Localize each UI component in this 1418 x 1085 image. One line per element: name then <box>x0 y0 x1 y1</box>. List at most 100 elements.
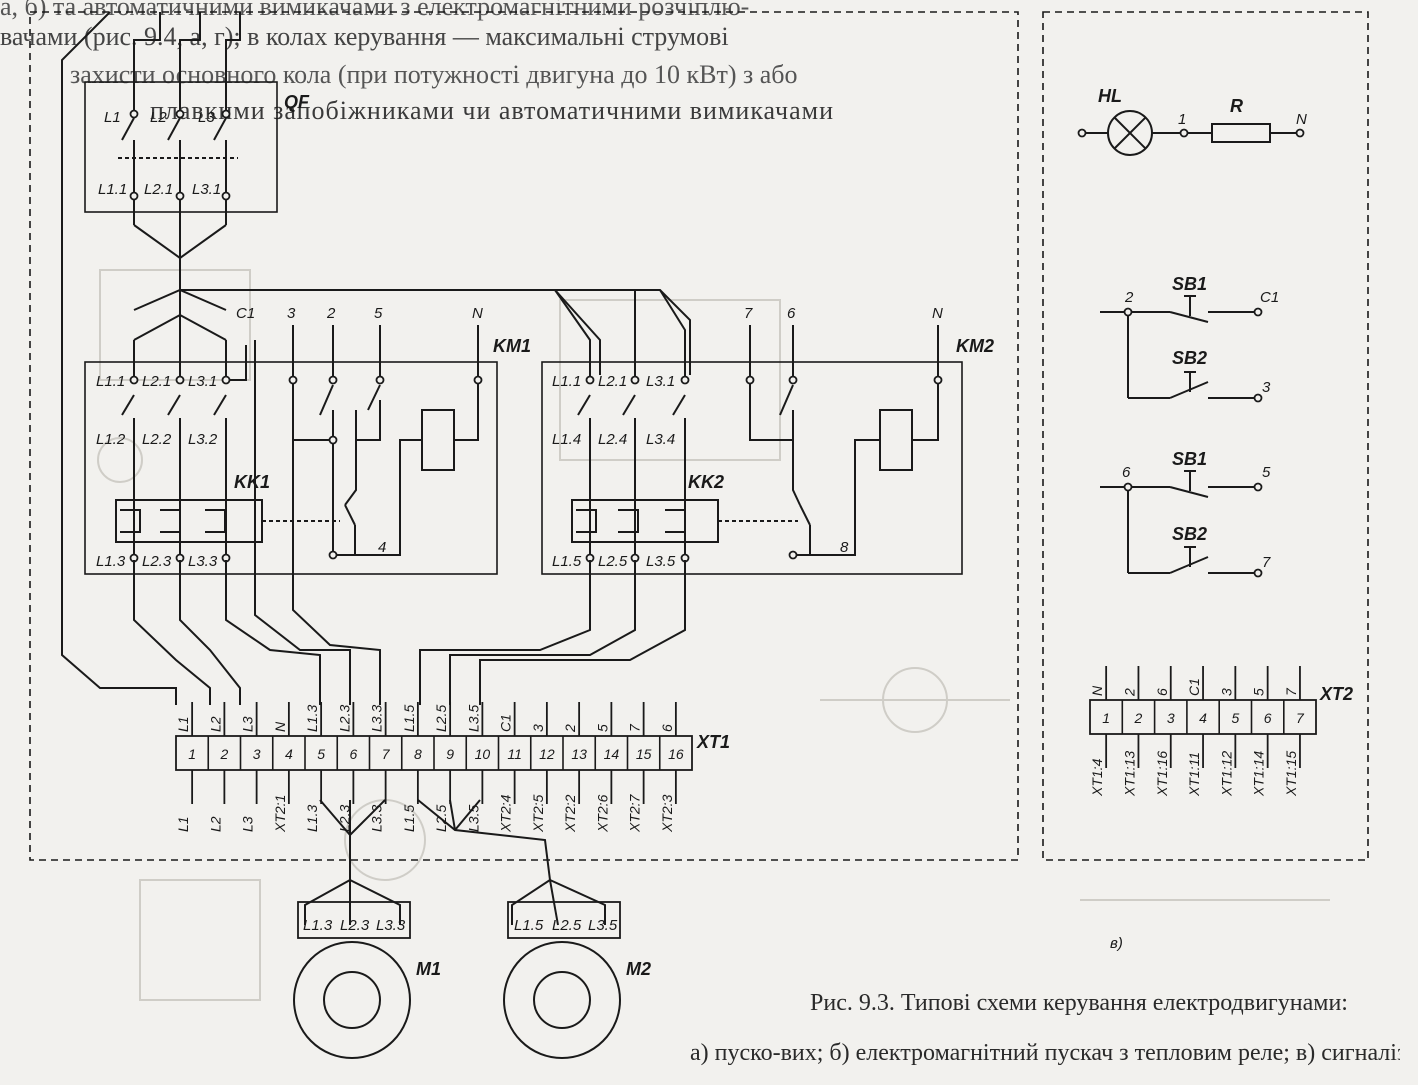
hl-label: HL <box>1098 86 1122 106</box>
xt2-terminal-number: 2 <box>1134 710 1143 726</box>
xt2-terminal-number: 4 <box>1199 710 1207 726</box>
xt1-terminal-number: 4 <box>285 746 293 762</box>
m1-term-1: L1.3 <box>303 917 333 934</box>
km2-bottom-2: L2.5 <box>598 553 628 570</box>
km2-top-3: L3.1 <box>646 373 675 390</box>
km1-wire-4: 4 <box>378 539 386 556</box>
bleed-through-ghost <box>97 269 1330 1001</box>
km2-mid-2: L2.4 <box>598 431 627 448</box>
xt1-top-label: L1.3 <box>304 705 320 732</box>
xt2-terminal-number: 3 <box>1167 710 1175 726</box>
xt1-terminal-number: 9 <box>446 746 454 762</box>
qf-term-bottom-2: L2.1 <box>144 181 173 198</box>
xt1-terminal-strip: 1L1L12L2L23L3L34NXT2:15L1.3L1.36L2.3L2.3… <box>175 702 730 833</box>
xt1-bottom-label: L1.5 <box>401 805 417 832</box>
dashed-boundaries <box>29 11 1369 861</box>
xt1-terminal-number: 10 <box>475 746 491 762</box>
xt1-bottom-label: XT2:2 <box>562 794 578 833</box>
km1-ctrl-5: 5 <box>374 305 383 322</box>
figure-caption-line2: а) пуско-вих; б) електромагнітний пускач… <box>690 1040 1400 1066</box>
button-pair-1 <box>1100 295 1258 399</box>
kk1-label: KK1 <box>234 472 270 492</box>
xt2-bottom-label: XT1:13 <box>1121 751 1137 797</box>
xt1-bottom-label: XT2:3 <box>659 794 675 833</box>
xt2-bottom-label: XT1:4 <box>1089 758 1105 797</box>
xt1-terminal-number: 16 <box>668 746 684 762</box>
xt1-bottom-label: XT2:7 <box>627 793 643 833</box>
xt2-top-label: C1 <box>1186 678 1202 696</box>
xt1-top-label: 5 <box>594 724 610 732</box>
xt1-top-label: N <box>272 721 288 732</box>
r-label: R <box>1230 96 1243 116</box>
km1-ctrl-c1: C1 <box>236 305 255 322</box>
xt1-top-label: L2 <box>207 716 223 732</box>
m2-term-3: L3.5 <box>588 917 618 934</box>
xt2-terminal-number: 5 <box>1231 710 1239 726</box>
km1-mid-1: L1.2 <box>96 431 126 448</box>
km2-wire-8: 8 <box>840 539 849 556</box>
sb1-label-1: SB1 <box>1172 274 1207 294</box>
km2-mid-3: L3.4 <box>646 431 675 448</box>
km1-mid-3: L3.2 <box>188 431 218 448</box>
xt1-label: XT1 <box>696 732 730 752</box>
xt1-top-label: L1 <box>175 716 191 732</box>
xt1-top-label: 2 <box>562 724 578 733</box>
xt1-terminal-number: 13 <box>571 746 587 762</box>
pair1-left-node: 2 <box>1124 289 1134 306</box>
xt2-bottom-label: XT1:12 <box>1218 751 1234 797</box>
xt1-bottom-label: L3 <box>240 816 256 832</box>
xt1-bottom-label: XT2:5 <box>530 794 546 833</box>
xt1-terminal-number: 11 <box>507 746 522 762</box>
xt1-bottom-label: L1 <box>175 816 191 832</box>
figure-caption-line1: Рис. 9.3. Типові схеми керування електро… <box>810 990 1348 1016</box>
xt1-terminal-number: 7 <box>382 746 391 762</box>
page-text-line4: плавкими запобіжниками чи автоматичними … <box>150 96 835 125</box>
km1-bottom-1: L1.3 <box>96 553 126 570</box>
xt2-bottom-label: XT1:15 <box>1283 751 1299 797</box>
xt2-top-label: 5 <box>1251 688 1267 696</box>
km1-mid-2: L2.2 <box>142 431 172 448</box>
xt2-top-label: 6 <box>1154 688 1170 696</box>
km2-ctrl-n: N <box>932 305 943 322</box>
sb1-label-2: SB1 <box>1172 449 1207 469</box>
xt2-top-label: 7 <box>1283 687 1299 696</box>
m1-term-3: L3.3 <box>376 917 406 934</box>
pair1-right-bottom: 3 <box>1262 379 1271 396</box>
qf-term-bottom-1: L1.1 <box>98 181 127 198</box>
qf-term-top-3: L3 <box>198 109 215 126</box>
xt2-terminal-number: 6 <box>1264 710 1272 726</box>
km2-contactor: KM2 KK2 7 6 <box>541 289 994 575</box>
km1-ctrl-2: 2 <box>326 305 336 322</box>
km2-mid-1: L1.4 <box>552 431 581 448</box>
figure-letter: в) <box>1110 935 1123 952</box>
qf-term-top-2: L2 <box>150 109 167 126</box>
sb2-label-2: SB2 <box>1172 524 1207 544</box>
xt1-terminal-number: 12 <box>539 746 555 762</box>
xt1-terminal-number: 6 <box>349 746 357 762</box>
xt1-terminal-number: 3 <box>253 746 261 762</box>
xt2-terminal-number: 1 <box>1102 710 1110 726</box>
xt1-terminal-number: 8 <box>414 746 422 762</box>
m2-term-2: L2.5 <box>552 917 582 934</box>
xt1-terminal-number: 1 <box>188 746 196 762</box>
pair1-right-top: C1 <box>1260 289 1279 306</box>
signal-node-1: 1 <box>1178 111 1186 128</box>
km2-top-2: L2.1 <box>598 373 627 390</box>
xt1-bottom-label: L2 <box>207 816 223 832</box>
qf-breaker: QF L1 L2 L3 <box>84 12 310 310</box>
page-text-line1: а, б) та автоматичними вимикачами з елек… <box>0 0 750 21</box>
motor-m1: L1.3 L2.3 L3.3 M1 <box>293 901 441 1059</box>
xt1-top-label: L1.5 <box>401 705 417 732</box>
xt1-terminal-number: 15 <box>636 746 652 762</box>
xt2-bottom-label: XT1:16 <box>1154 751 1170 797</box>
xt1-bottom-label: XT2:1 <box>272 795 288 833</box>
xt1-top-label: L2.5 <box>433 705 449 732</box>
xt1-top-label: L3.5 <box>465 705 481 732</box>
pair2-right-top: 5 <box>1262 464 1271 481</box>
xt1-top-label: L3.3 <box>369 705 385 732</box>
xt1-bottom-label: XT2:6 <box>594 794 610 833</box>
xt1-bottom-label: L1.3 <box>304 805 320 832</box>
xt1-top-label: 6 <box>659 724 675 732</box>
km1-top-2: L2.1 <box>142 373 171 390</box>
